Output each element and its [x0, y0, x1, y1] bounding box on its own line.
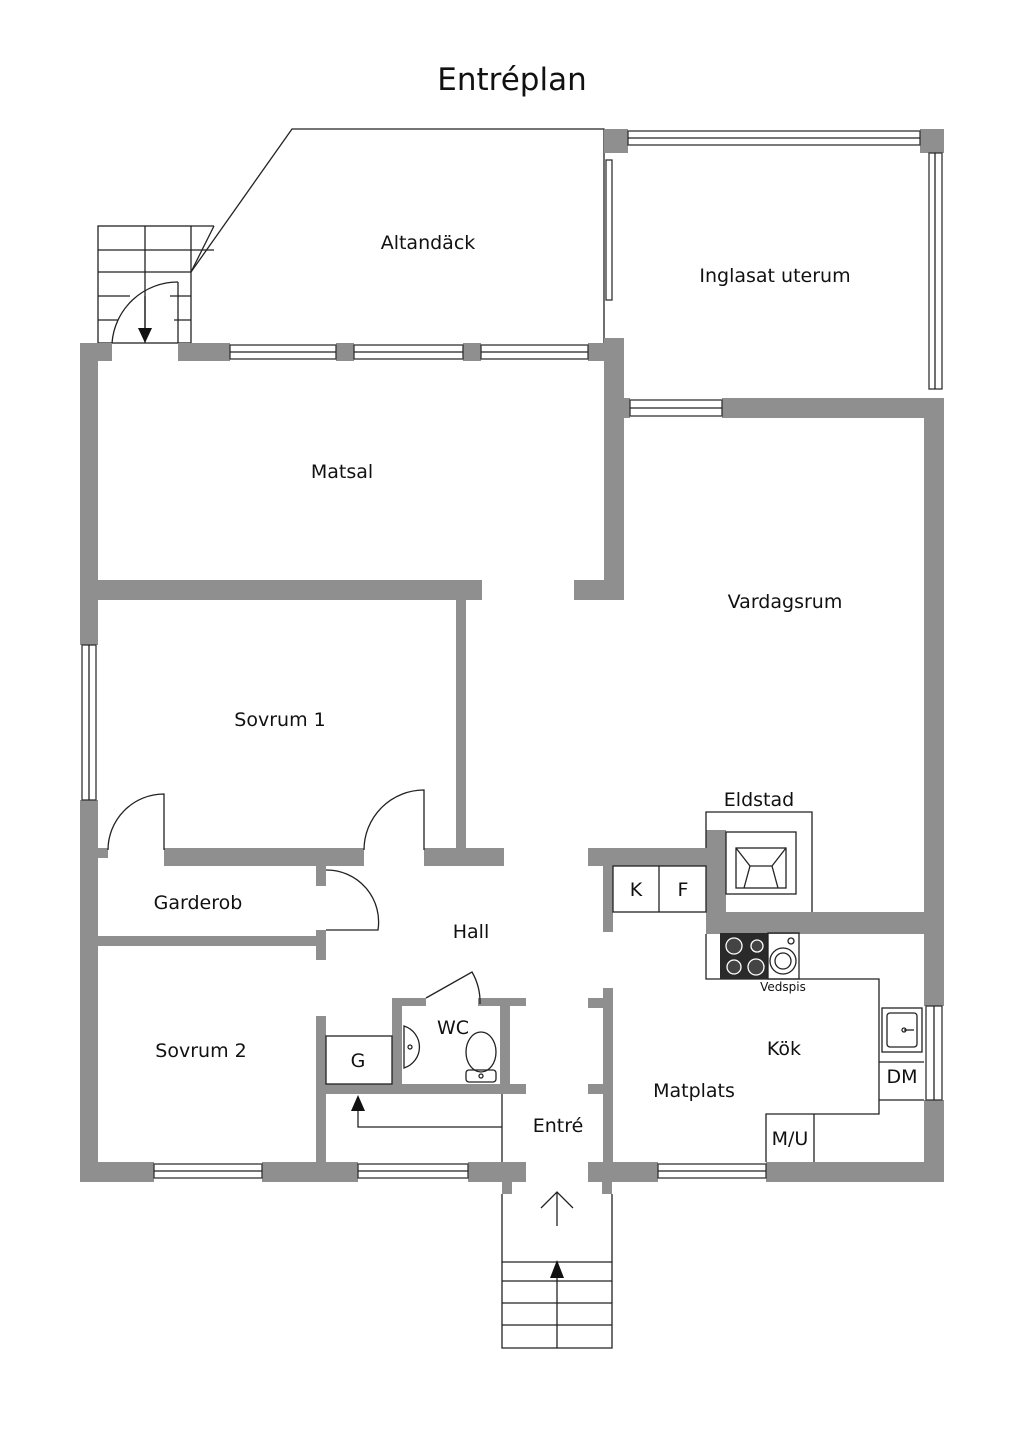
label-vedspis: Vedspis	[760, 980, 806, 994]
label-dm: DM	[886, 1066, 917, 1088]
doors	[107, 789, 481, 1005]
toilet-icon	[465, 1031, 497, 1073]
g-closet	[325, 1035, 393, 1085]
label-sovrum2: Sovrum 2	[155, 1040, 246, 1062]
label-matplats: Matplats	[653, 1080, 735, 1102]
fireplace	[705, 811, 813, 912]
label-garderob: Garderob	[154, 892, 243, 914]
plan-title: Entréplan	[437, 62, 587, 98]
toilet-tank	[465, 1069, 497, 1083]
label-uterum: Inglasat uterum	[699, 265, 850, 287]
deck-entry-arrow-icon	[138, 328, 152, 343]
label-eldstad: Eldstad	[724, 789, 794, 811]
label-wc: WC	[437, 1017, 469, 1039]
label-altandack: Altandäck	[381, 232, 476, 254]
label-hall: Hall	[453, 921, 490, 943]
label-entre: Entré	[533, 1115, 584, 1137]
deck-outline	[97, 128, 605, 345]
room-labels: Altandäck Inglasat uterum Matsal Vardags…	[154, 232, 918, 1150]
label-vardagsrum: Vardagsrum	[728, 591, 843, 613]
entrance-stairs	[501, 1191, 613, 1349]
label-sovrum1: Sovrum 1	[234, 709, 325, 731]
stair-arrow-icon	[550, 1260, 564, 1278]
label-mu: M/U	[772, 1128, 809, 1150]
windows	[81, 130, 943, 1179]
inner-entry-arrow	[351, 1094, 503, 1162]
arrow-up-icon	[351, 1095, 365, 1111]
label-k: K	[630, 879, 643, 901]
wc-fixtures	[403, 1025, 497, 1083]
sink-icon	[881, 1007, 923, 1053]
label-kok: Kök	[767, 1038, 801, 1060]
label-f: F	[678, 879, 689, 901]
label-g: G	[351, 1050, 366, 1072]
fridge-freezer	[612, 865, 707, 913]
wood-stove-icon	[767, 932, 800, 980]
kitchen-counter	[705, 934, 924, 1162]
walls	[80, 129, 944, 1194]
stove-icon	[720, 933, 768, 979]
label-matsal: Matsal	[311, 461, 373, 483]
